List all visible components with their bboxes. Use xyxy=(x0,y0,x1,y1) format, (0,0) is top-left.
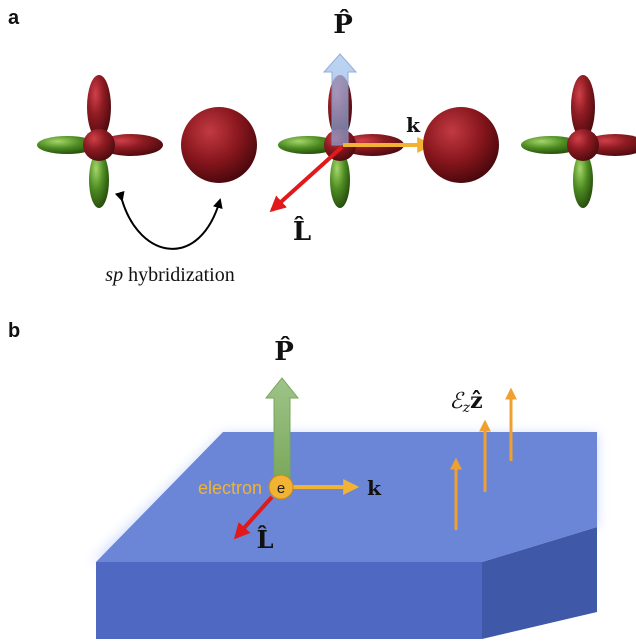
s-orbital-sphere-1 xyxy=(181,107,257,183)
electric-field-arrows xyxy=(450,387,517,530)
p-orbital-left xyxy=(37,75,163,208)
p-label-a: P̂ xyxy=(333,9,353,40)
l-label-a: L̂ xyxy=(293,216,311,247)
panel-a-label: a xyxy=(8,7,20,29)
l-label-b: L̂ xyxy=(257,525,274,554)
hybridization-double-arrow xyxy=(114,190,223,250)
p-arrow-a xyxy=(322,53,358,146)
electron-symbol: e xyxy=(277,480,285,497)
s-orbital-sphere-2 xyxy=(423,107,499,183)
k-label-b: k xyxy=(367,476,382,500)
electron-label: electron xyxy=(198,478,262,498)
electron: e xyxy=(268,474,294,500)
p-label-b: P̂ xyxy=(274,336,294,367)
p-arrow-b xyxy=(264,377,300,481)
p-orbital-right xyxy=(521,75,636,208)
field-label: ℰzẑ xyxy=(449,388,482,416)
k-label-a: k xyxy=(406,113,421,137)
l-arrow-b xyxy=(233,495,274,540)
hybridization-label: sp hybridization xyxy=(105,264,234,286)
panel-b-label: b xyxy=(8,320,20,342)
material-slab xyxy=(93,432,597,639)
l-arrow-a xyxy=(269,145,344,213)
